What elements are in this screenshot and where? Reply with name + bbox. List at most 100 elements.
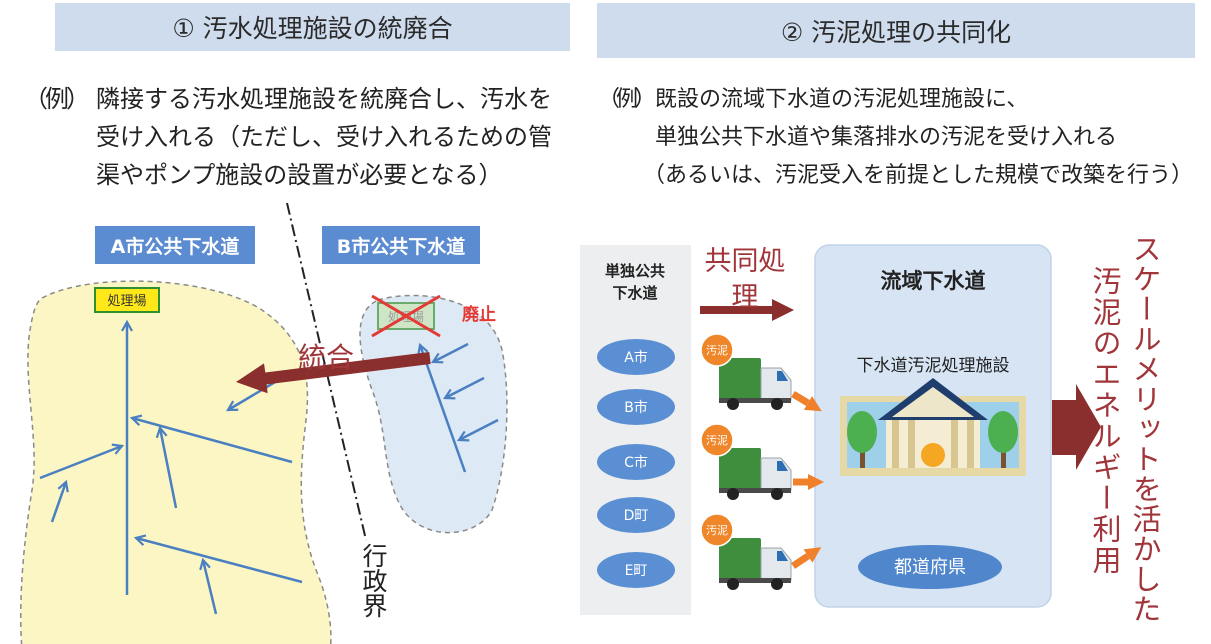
sludge-truck-2: 汚泥 — [700, 423, 792, 500]
prefecture-oval — [858, 545, 1002, 589]
delivery-arrow — [791, 390, 822, 412]
merge-arrow — [236, 352, 431, 394]
abolished-label: 廃止 — [462, 304, 496, 325]
facility-emblem — [921, 443, 945, 467]
municipality-oval — [597, 339, 675, 375]
sewer-branch-line — [39, 443, 125, 480]
municipality-oval — [597, 552, 675, 588]
truck-wheel — [771, 488, 783, 500]
sludge-truck-3: 汚泥 — [700, 513, 792, 590]
truck-windshield — [777, 551, 788, 561]
regional-sewer-title: 流域下水道 — [881, 269, 986, 293]
outcome-arrow — [1052, 384, 1101, 470]
standalone-sewer-label-line2: 下水道 — [612, 284, 657, 302]
truck-wheel — [727, 578, 739, 590]
left-example-line-2: 受け入れる（ただし、受け入れるための管 — [96, 123, 552, 151]
sludge-badge — [700, 423, 734, 457]
joint-treatment-label: 共同処理 — [704, 246, 786, 313]
left-example-prefix: （例） — [24, 85, 90, 113]
municipality-b: B市 — [597, 389, 675, 425]
truck-cargo — [719, 358, 761, 400]
sewer-branch-line — [129, 414, 293, 464]
municipality-label: C市 — [624, 454, 648, 471]
truck-cab — [760, 457, 792, 491]
truck-cab — [760, 547, 792, 581]
delivery-arrows — [791, 390, 824, 569]
city-a-service-area — [19, 280, 332, 644]
sludge-badge-label: 汚泥 — [706, 344, 728, 357]
truck-wheel — [727, 488, 739, 500]
truck-wheel — [771, 578, 783, 590]
sewer-branch-line — [456, 418, 499, 442]
city-a-sewer-label: A市公共下水道 — [95, 226, 255, 264]
facility-columns — [892, 420, 974, 468]
merge-label: 統合 — [298, 341, 354, 374]
truck-cargo — [719, 448, 761, 490]
left-example-line-1: 隣接する汚水処理施設を統廃合し、汚水を — [96, 85, 552, 113]
city-b-abolished-plant: 処理場 — [371, 294, 441, 338]
sewer-branch-line — [430, 342, 469, 364]
municipality-label: B市 — [624, 399, 648, 416]
truck-cargo — [719, 538, 761, 580]
sewer-branch-line — [133, 534, 303, 584]
administrative-boundary-label: 行政界 — [359, 543, 388, 618]
sludge-truck-1: 汚泥 — [700, 333, 792, 410]
facility-pediment — [892, 387, 974, 417]
facility-column — [892, 420, 899, 468]
section-header-consolidation: ① 汚水処理施設の統廃合 — [55, 3, 570, 51]
sewer-branch-line — [199, 557, 218, 615]
administrative-boundary-line — [286, 202, 367, 541]
outcome-line-energy-use: 汚泥のエネルギー利用 — [1088, 266, 1122, 576]
joint-treatment-arrow — [700, 299, 794, 321]
truck-windshield — [777, 461, 788, 471]
tree-trunk — [860, 446, 865, 468]
facility-column — [908, 420, 915, 468]
sludge-badge-label: 汚泥 — [706, 434, 728, 447]
treatment-plant-box — [94, 287, 160, 313]
right-example-line-2: 単独公共下水道や集落排水の汚泥を受け入れる — [655, 125, 1118, 150]
facility-column — [951, 420, 958, 468]
city-b-service-area — [359, 294, 508, 534]
cross-out-mark — [371, 294, 441, 338]
treatment-plant-label: 処理場 — [107, 294, 146, 309]
tree-right — [988, 411, 1018, 468]
municipality-d: D町 — [597, 497, 675, 533]
sludge-treatment-facility-illustration — [840, 378, 1026, 476]
truck-wheel — [771, 398, 783, 410]
section-header-joint-sludge: ② 汚泥処理の共同化 — [597, 3, 1195, 58]
tree-trunk — [1001, 446, 1006, 468]
municipality-label: D町 — [624, 508, 649, 524]
prefecture-label: 都道府県 — [894, 557, 966, 578]
sewer-trunk-line — [417, 342, 467, 473]
truck-chassis — [719, 488, 791, 493]
sewer-branch-line — [50, 479, 69, 523]
section-title-consolidation: ① 汚水処理施設の統廃合 — [172, 14, 453, 43]
sludge-badge — [700, 333, 734, 367]
tree-crown — [988, 411, 1018, 453]
municipality-e: E町 — [597, 552, 675, 588]
truck-wheel — [727, 398, 739, 410]
tree-crown — [847, 411, 877, 453]
city-b-sewer-label: B市公共下水道 — [322, 226, 480, 264]
right-example-line-1: 既設の流域下水道の汚泥処理施設に、 — [655, 87, 1029, 112]
municipality-oval — [597, 444, 675, 480]
municipality-label: A市 — [624, 349, 648, 366]
city-b-sewer-network — [417, 342, 499, 473]
municipality-a: A市 — [597, 339, 675, 375]
section-title-joint-sludge: ② 汚泥処理の共同化 — [780, 17, 1012, 47]
municipality-c: C市 — [597, 444, 675, 480]
sludge-badge — [700, 513, 734, 547]
truck-chassis — [719, 398, 791, 403]
sludge-badge-label: 汚泥 — [706, 524, 728, 537]
tree-left — [847, 411, 877, 468]
municipality-oval — [597, 389, 675, 425]
delivery-arrow — [791, 547, 822, 569]
municipality-oval — [597, 497, 675, 533]
truck-cab — [760, 367, 792, 401]
municipality-label: E町 — [625, 563, 648, 579]
sewer-branch-line — [155, 425, 178, 509]
standalone-sewer-label-line1: 単独公共 — [605, 262, 665, 280]
right-example-line-3: （あるいは、汚泥受入を前提とした規模で改築を行う） — [643, 163, 1194, 188]
